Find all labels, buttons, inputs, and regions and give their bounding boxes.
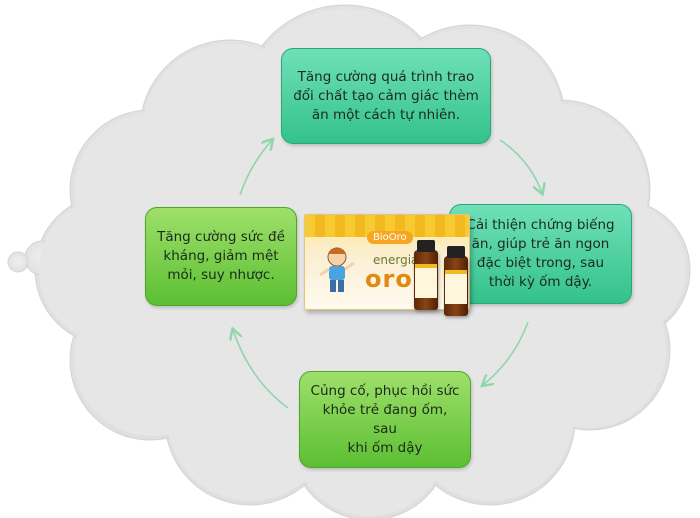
product-box: BioOro energia oro: [304, 214, 470, 310]
child-illustration: [319, 247, 355, 292]
arrow-bottom-to-left: [233, 330, 289, 409]
product-bottle: [414, 240, 438, 310]
product-bottle: [444, 246, 468, 316]
arrow-top-to-right: [499, 139, 542, 193]
bottle-cap: [417, 240, 435, 252]
product-box-band: [305, 215, 469, 237]
arrow-right-to-bottom: [483, 321, 529, 385]
product-name-line2: oro: [365, 265, 413, 293]
benefit-box-metabolism: Tăng cường quá trình trao đổi chất tạo c…: [281, 48, 491, 144]
product-brand: BioOro: [367, 231, 413, 244]
arrow-left-to-top: [239, 140, 272, 196]
benefit-box-recovery: Củng cố, phục hồi sức khỏe trẻ đang ốm, …: [299, 371, 471, 468]
bottle-label: [445, 270, 467, 304]
product-image: BioOro energia oro: [298, 200, 482, 325]
benefit-box-immunity: Tăng cường sức đề kháng, giảm mệt mỏi, s…: [145, 207, 297, 306]
bottle-cap: [447, 246, 465, 258]
bottle-label: [415, 264, 437, 298]
product-name-line1: energia: [373, 253, 419, 267]
